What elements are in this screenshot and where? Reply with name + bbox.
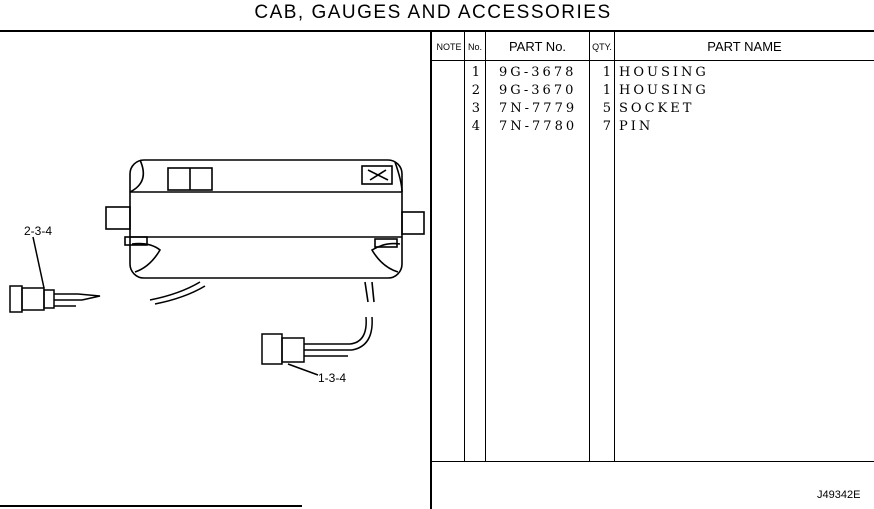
table-row: 3 7N-7779 5 SOCKET: [431, 101, 874, 119]
page-title: CAB, GAUGES AND ACCESSORIES: [254, 2, 612, 23]
table-row: 2 9G-3670 1 HOUSING: [431, 83, 874, 101]
housing-drawing: [105, 159, 425, 305]
parts-illustration: 2-3-4 1-3-4: [9, 159, 425, 385]
part-number: 9G-3670: [499, 83, 577, 98]
parts-table: NOTE No. PART No. QTY. PART NAME 1 9G-36…: [431, 32, 874, 509]
item-number: 2: [471, 83, 483, 98]
item-number: 4: [471, 119, 483, 134]
header-no: No.: [467, 42, 482, 52]
quantity: 5: [602, 101, 614, 116]
bottom-rule: [0, 505, 302, 507]
callout-2-3-4: 2-3-4: [24, 224, 52, 238]
column-separator: [464, 32, 465, 462]
drawing-reference: J49342E: [817, 489, 861, 501]
table-row: 4 7N-7780 7 PIN: [431, 119, 874, 137]
item-number: 1: [471, 65, 483, 80]
header-rule: [431, 60, 874, 61]
column-separator: [485, 32, 486, 462]
header-note: NOTE: [436, 42, 462, 52]
part-name: SOCKET: [619, 101, 695, 116]
column-separator: [589, 32, 590, 462]
panel-divider: [430, 31, 432, 509]
table-row: 1 9G-3678 1 HOUSING: [431, 65, 874, 83]
part-number: 9G-3678: [499, 65, 577, 80]
header-part-no: PART No.: [508, 39, 567, 54]
quantity: 7: [602, 119, 614, 134]
footer-rule: [431, 461, 874, 462]
connector-assembly-left: [9, 236, 101, 313]
part-number: 7N-7780: [499, 119, 578, 134]
connector-assembly-lower: [261, 316, 373, 376]
callout-1-3-4: 1-3-4: [318, 371, 346, 385]
column-separator: [614, 32, 615, 462]
header-qty: QTY.: [592, 42, 612, 52]
quantity: 1: [602, 65, 614, 80]
part-name: PIN: [619, 119, 654, 134]
part-name: HOUSING: [619, 83, 709, 98]
part-name: HOUSING: [619, 65, 709, 80]
part-number: 7N-7779: [499, 101, 578, 116]
header-part-name: PART NAME: [707, 39, 782, 54]
title-rule: [0, 30, 874, 32]
item-number: 3: [471, 101, 483, 116]
quantity: 1: [602, 83, 614, 98]
